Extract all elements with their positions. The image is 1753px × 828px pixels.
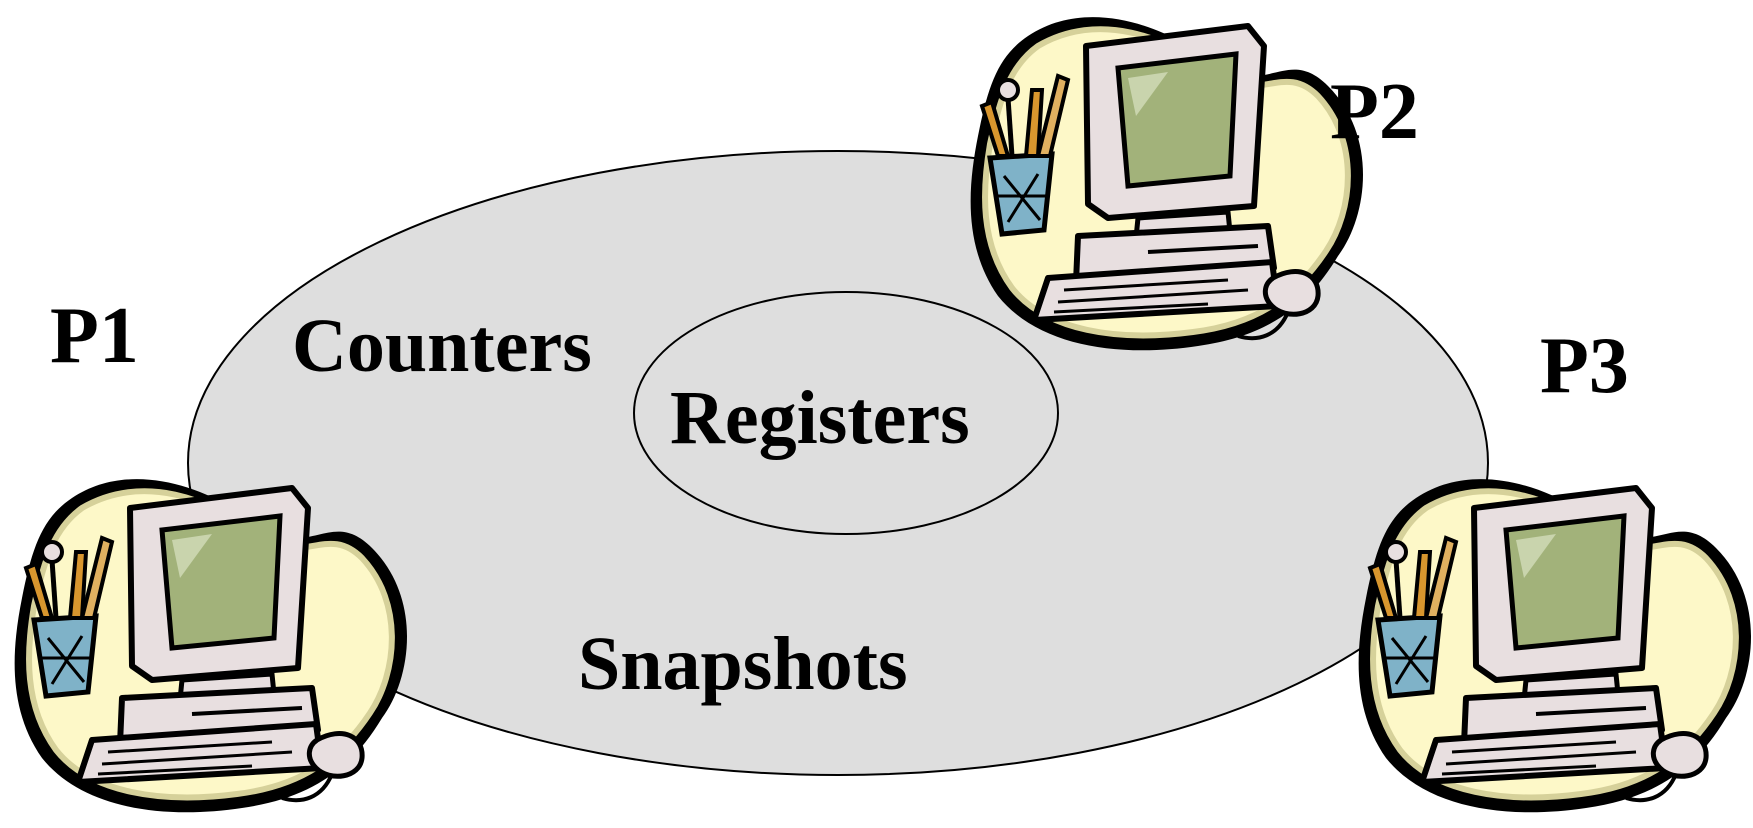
process-label-p1: P1	[50, 292, 139, 380]
computer-icon	[12, 468, 412, 828]
registers-inner-ellipse	[633, 291, 1059, 535]
snapshots-label: Snapshots	[578, 622, 908, 706]
counters-label: Counters	[292, 304, 592, 388]
computer-icon	[968, 6, 1368, 366]
registers-label: Registers	[670, 376, 970, 460]
process-label-p3: P3	[1540, 322, 1629, 410]
process-label-p2: P2	[1330, 68, 1419, 156]
computer-icon	[1356, 468, 1753, 828]
